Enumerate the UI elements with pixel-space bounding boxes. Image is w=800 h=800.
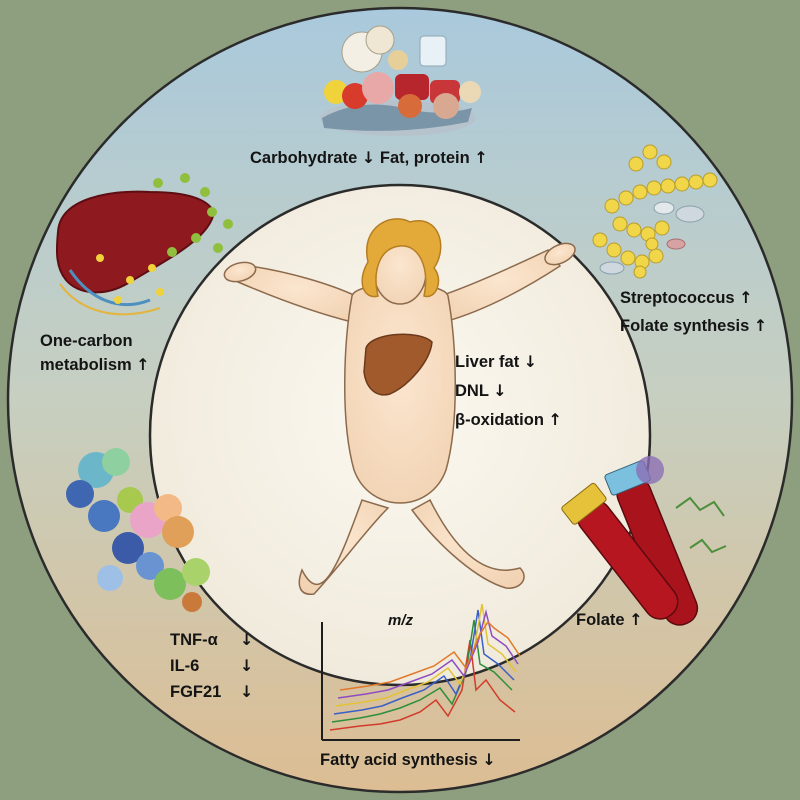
streptococcus-label: Streptococcus ↑ [620, 288, 753, 307]
arrow-up-icon: ↑ [753, 316, 768, 335]
human-figure-icon [223, 239, 576, 595]
arrow-down-icon: ↓ [482, 750, 496, 769]
food-pile-icon [320, 25, 481, 136]
diet-label: Carbohydrate ↓ Fat, protein ↑ [250, 148, 488, 167]
mass-spectrum-icon [321, 603, 521, 741]
bacteria-cluster-icon [592, 144, 718, 279]
tnf-label: TNF-α [170, 631, 218, 649]
one-carbon-label: One-carbon [40, 332, 133, 350]
protein-structures-icon [66, 448, 210, 612]
dnl-label: DNL ↓ [455, 381, 507, 400]
arrow-down-icon: ↓ [493, 381, 507, 400]
mz-axis-label: m/z [388, 612, 414, 629]
folate-label: Folate ↑ [576, 610, 643, 629]
liver-pathway-icon [56, 173, 233, 316]
arrow-up-icon: ↑ [629, 610, 643, 629]
arrow-down-icon: ↓ [240, 656, 254, 675]
il6-label: IL-6 [170, 657, 200, 675]
blood-tubes-icon [561, 456, 727, 626]
arrow-down-icon: ↓ [361, 148, 376, 167]
hair-shape [361, 218, 442, 298]
arrow-down-icon: ↓ [240, 682, 254, 701]
arrow-up-icon: ↑ [474, 148, 488, 167]
beta-oxidation-label: β-oxidation ↑ [455, 410, 562, 429]
arrow-down-icon: ↓ [523, 352, 538, 371]
folate-synthesis-label: Folate synthesis ↑ [620, 316, 768, 335]
arrow-down-icon: ↓ [240, 630, 254, 649]
arrow-up-icon: ↑ [739, 288, 753, 307]
arrow-up-icon: ↑ [548, 410, 562, 429]
liver-organ-shape [363, 333, 433, 396]
liver-fat-label: Liver fat ↓ [455, 352, 538, 371]
fgf21-label: FGF21 [170, 683, 222, 701]
fatty-acid-synthesis-label: Fatty acid synthesis ↓ [320, 750, 496, 769]
metabolism-label: metabolism ↑ [40, 355, 150, 374]
arrow-up-icon: ↑ [136, 355, 150, 374]
